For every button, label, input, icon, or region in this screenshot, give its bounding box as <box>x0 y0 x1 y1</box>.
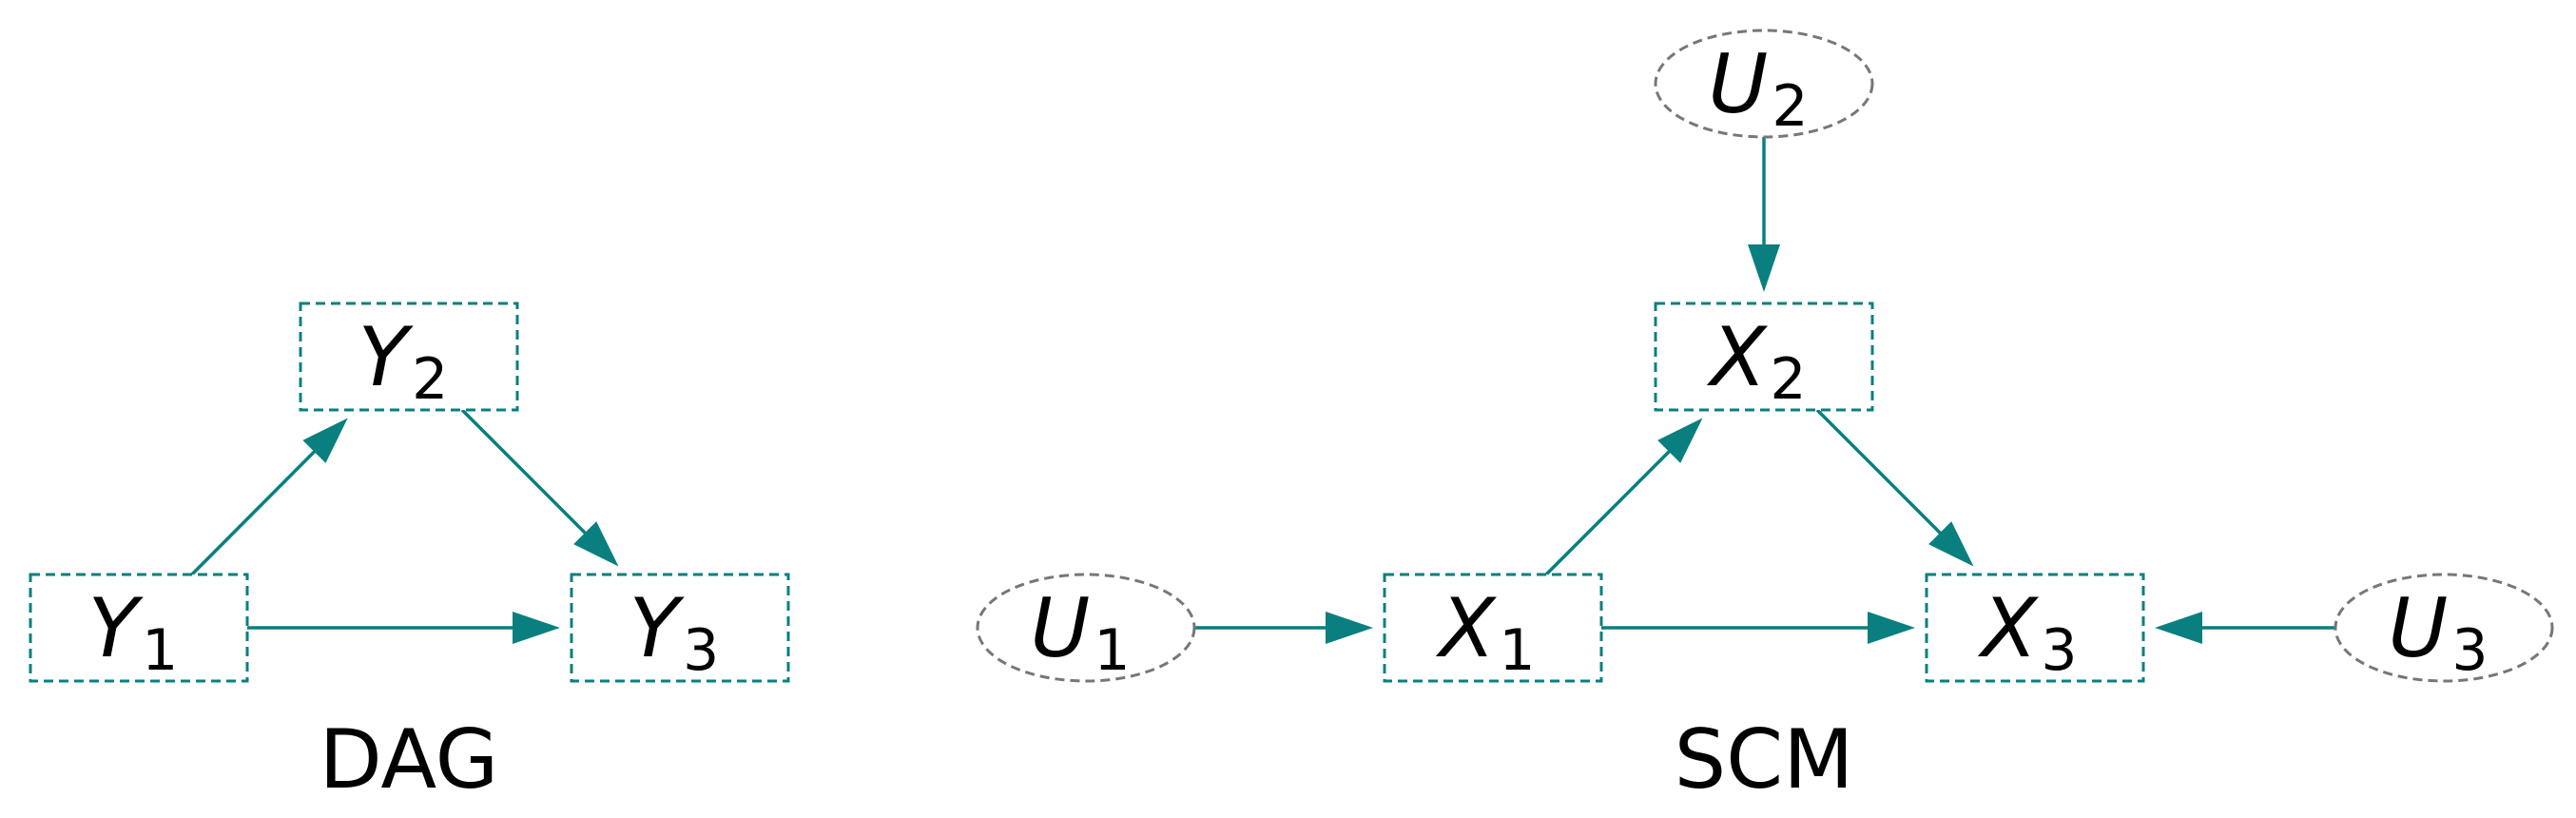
node-label: Y2 <box>358 310 449 413</box>
node-label-base: U <box>1708 37 1768 132</box>
edge-u1-to-x1 <box>1194 612 1373 644</box>
edges-layer <box>190 137 2335 644</box>
edge-line <box>460 408 590 537</box>
arrowhead <box>1748 244 1780 292</box>
node-box <box>29 573 249 683</box>
node-label-subscript: 2 <box>1772 73 1808 140</box>
arrowhead <box>2155 612 2202 644</box>
node-y2: Y2 <box>299 302 519 413</box>
node-label: X1 <box>1435 581 1535 684</box>
node-x3: X3 <box>1925 573 2145 684</box>
edge-u3-to-x3 <box>2155 612 2335 644</box>
node-y3: Y3 <box>570 573 790 684</box>
node-label-subscript: 2 <box>1770 346 1806 413</box>
node-box <box>299 302 519 412</box>
edge-u2-to-x2 <box>1748 137 1780 292</box>
node-label-subscript: 2 <box>412 346 448 413</box>
node-label-base: X <box>1977 581 2039 676</box>
edge-y1-to-y2 <box>190 418 348 576</box>
edge-y1-to-y3 <box>247 612 560 644</box>
panel-label-scm: SCM <box>1675 712 1854 808</box>
arrowhead <box>1326 612 1373 644</box>
node-label-subscript: 1 <box>1094 617 1130 684</box>
node-u1: U1 <box>976 573 1196 684</box>
node-label-base: U <box>2388 581 2448 676</box>
node-u2: U2 <box>1654 29 1874 140</box>
panel-label-dag: DAG <box>320 712 499 808</box>
arrowhead <box>1868 612 1915 644</box>
node-x2: X2 <box>1654 302 1874 413</box>
node-label-subscript: 3 <box>2451 617 2488 684</box>
node-ellipse <box>1654 29 1874 139</box>
edge-line <box>190 447 319 576</box>
arrowhead <box>1928 521 1974 567</box>
labels-layer: DAG SCM <box>320 712 1854 808</box>
node-label: X3 <box>1977 581 2077 684</box>
node-label-subscript: 1 <box>1499 617 1535 684</box>
node-label: X2 <box>1706 310 1806 413</box>
edge-x2-to-x3 <box>1815 408 1974 567</box>
arrowhead <box>1657 418 1703 463</box>
node-label: Y3 <box>629 581 720 684</box>
node-label: U3 <box>2388 581 2488 684</box>
node-label: Y1 <box>88 581 179 684</box>
node-label-subscript: 3 <box>683 617 719 684</box>
node-u3: U3 <box>2334 573 2554 684</box>
edge-x1-to-x3 <box>1601 612 1915 644</box>
node-box <box>1654 302 1874 412</box>
node-label-subscript: 3 <box>2041 617 2077 684</box>
node-box <box>1383 573 1603 683</box>
arrowhead <box>513 612 560 644</box>
edge-line <box>1815 408 1945 537</box>
node-label-base: Y <box>629 581 686 676</box>
node-box <box>1925 573 2145 683</box>
node-y1: Y1 <box>29 573 249 684</box>
node-box <box>570 573 790 683</box>
node-label-base: Y <box>88 581 145 676</box>
node-label: U2 <box>1708 37 1808 140</box>
node-label-base: U <box>1030 581 1090 676</box>
node-ellipse <box>2334 573 2554 683</box>
node-label: U1 <box>1030 581 1130 684</box>
node-label-base: X <box>1706 310 1768 405</box>
arrowhead <box>573 521 619 567</box>
edge-y2-to-y3 <box>460 408 619 567</box>
node-x1: X1 <box>1383 573 1603 684</box>
edge-x1-to-x2 <box>1544 418 1703 576</box>
node-label-base: Y <box>358 310 415 405</box>
node-ellipse <box>976 573 1196 683</box>
arrowhead <box>302 418 348 463</box>
edge-line <box>1544 447 1674 576</box>
node-label-subscript: 1 <box>142 617 178 684</box>
node-label-base: X <box>1435 581 1497 676</box>
